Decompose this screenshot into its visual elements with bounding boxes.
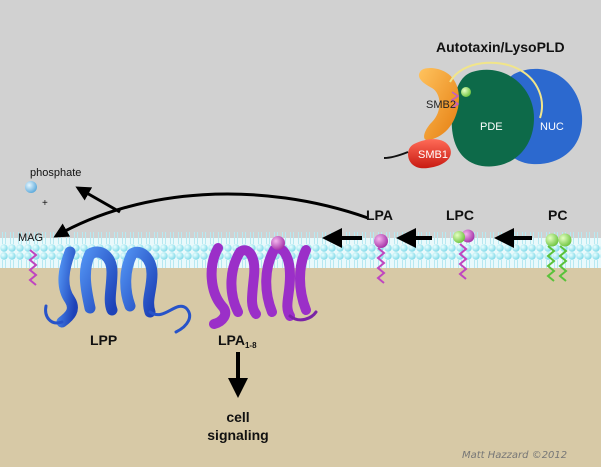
pde-label: PDE <box>480 121 503 133</box>
lpp-protein <box>44 246 192 334</box>
smb1-linker <box>383 151 409 159</box>
receptor-bound-lpa <box>271 236 285 250</box>
bound-lpc-head <box>461 87 471 97</box>
smb1-label: SMB1 <box>418 149 448 161</box>
mag-label: MAG <box>18 232 43 244</box>
lpa-receptor-protein <box>206 236 318 329</box>
smb2-domain <box>418 68 459 141</box>
lpc-label: LPC <box>446 207 474 223</box>
mag-molecule <box>28 249 38 286</box>
bound-lpc-tail <box>450 91 460 109</box>
lpa-receptor-label: LPA1-8 <box>218 332 257 350</box>
arrow-to-phosphate <box>75 186 121 214</box>
nuc-label: NUC <box>540 121 564 133</box>
enzyme-linker <box>449 61 543 119</box>
lpa-label: LPA <box>366 207 393 223</box>
lpc-molecule <box>453 229 475 280</box>
cell-signaling-line1: cell <box>226 409 249 425</box>
pc-molecule <box>545 233 572 282</box>
signature: Matt Hazzard ©2012 <box>462 450 567 461</box>
pde-domain <box>451 69 534 167</box>
phosphate-label: phosphate <box>30 167 81 179</box>
smb1-domain <box>408 139 451 169</box>
lpa-molecule <box>374 234 388 284</box>
phosphate-molecule <box>25 181 37 193</box>
autotaxin-enzyme: Autotaxin/LysoPLD SMB2 SMB1 PDE NUC <box>383 39 583 169</box>
lpp-label: LPP <box>90 332 117 348</box>
smb2-label: SMB2 <box>426 99 456 111</box>
arrow-lpa-to-mag <box>53 192 369 238</box>
cell-signaling-line2: signaling <box>207 427 268 443</box>
enzyme-title: Autotaxin/LysoPLD <box>436 39 565 55</box>
lpa-receptor-subscript: 1-8 <box>245 341 257 350</box>
pc-label: PC <box>548 207 567 223</box>
plus-label: + <box>42 198 48 209</box>
